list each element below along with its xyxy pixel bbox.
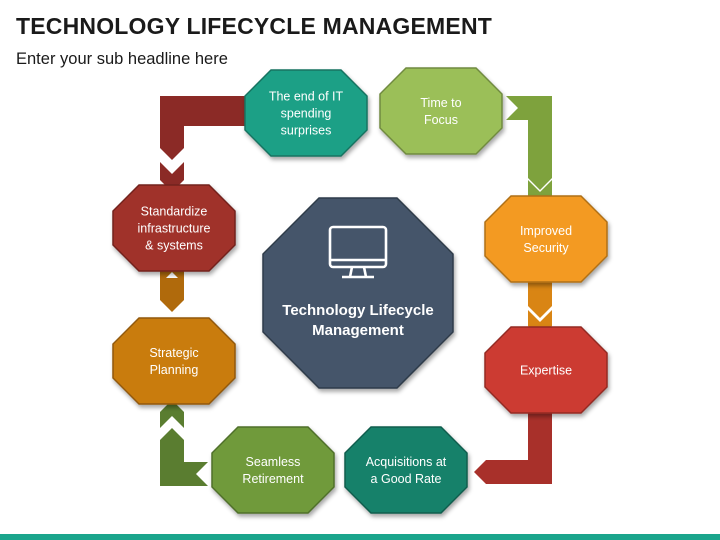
node-shape [484,326,608,414]
connector-left-mid [160,278,184,312]
connector-arrows [160,96,552,486]
node-shape [344,426,468,514]
node-shape [112,184,236,272]
connector-right-mid [528,278,552,318]
node-label-line: infrastructure [138,222,211,236]
node-standardize: Standardize infrastructure & systems [112,184,236,272]
node-label-line: Expertise [520,364,572,378]
monitor-icon [328,225,388,279]
connector-bottom-left-tip [160,400,184,428]
connector-right-bottom-tip [528,428,552,456]
connector-right-top [506,96,552,190]
node-label-line: Seamless [246,455,301,469]
node-label-line: Planning [150,363,199,377]
node-label-line: Security [523,241,569,255]
node-time-to-focus: Time to Focus [379,67,503,155]
node-label-line: & systems [145,239,203,253]
page-subtitle: Enter your sub headline here [16,50,228,68]
node-shape [484,195,608,283]
node-expertise: Expertise [484,326,608,414]
footer-accent-bar [0,534,720,540]
node-label-line: The end of IT [269,90,344,104]
lifecycle-nodes: The end of IT spending surprises Time to Foc… [112,67,608,514]
node-shape [244,69,368,157]
connector-right-bottom [474,404,552,484]
node-label-line: Strategic [149,346,198,360]
node-label-line: surprises [281,124,332,138]
center-title-line: Technology Lifecycle [282,302,433,319]
node-shape [112,317,236,405]
node-label-line: Time to [420,96,461,110]
node-label-line: Standardize [141,205,208,219]
connector-bottom-left [160,428,208,486]
node-end-of-it-spending: The end of IT spending surprises [244,69,368,157]
center-title-line: Management [312,322,404,339]
node-label-line: Retirement [242,472,304,486]
connector-top-left [160,96,260,160]
node-label-line: a Good Rate [371,472,442,486]
node-shape [211,426,335,514]
page-title: TECHNOLOGY LIFECYCLE MANAGEMENT [16,13,493,39]
node-label-line: Acquisitions at [366,455,447,469]
node-label-line: Improved [520,224,572,238]
node-shape [379,67,503,155]
node-acquisitions: Acquisitions at a Good Rate [344,426,468,514]
node-label-line: Focus [424,113,458,127]
center-octagon-shape [262,197,454,389]
node-label-line: spending [281,107,332,121]
